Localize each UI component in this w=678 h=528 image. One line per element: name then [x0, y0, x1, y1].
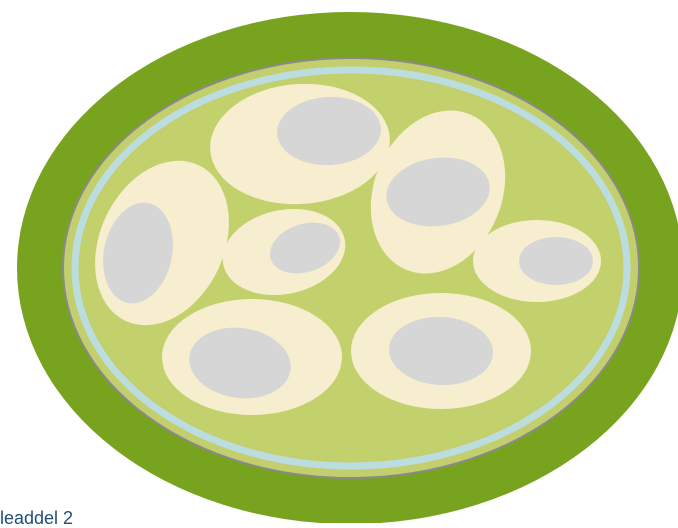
nucleus: [519, 237, 593, 285]
cell-bottom-center: [351, 293, 531, 409]
cell-bottom-left: [162, 299, 342, 415]
caption-text: leaddel 2: [0, 509, 73, 527]
cell-right: [473, 220, 601, 302]
